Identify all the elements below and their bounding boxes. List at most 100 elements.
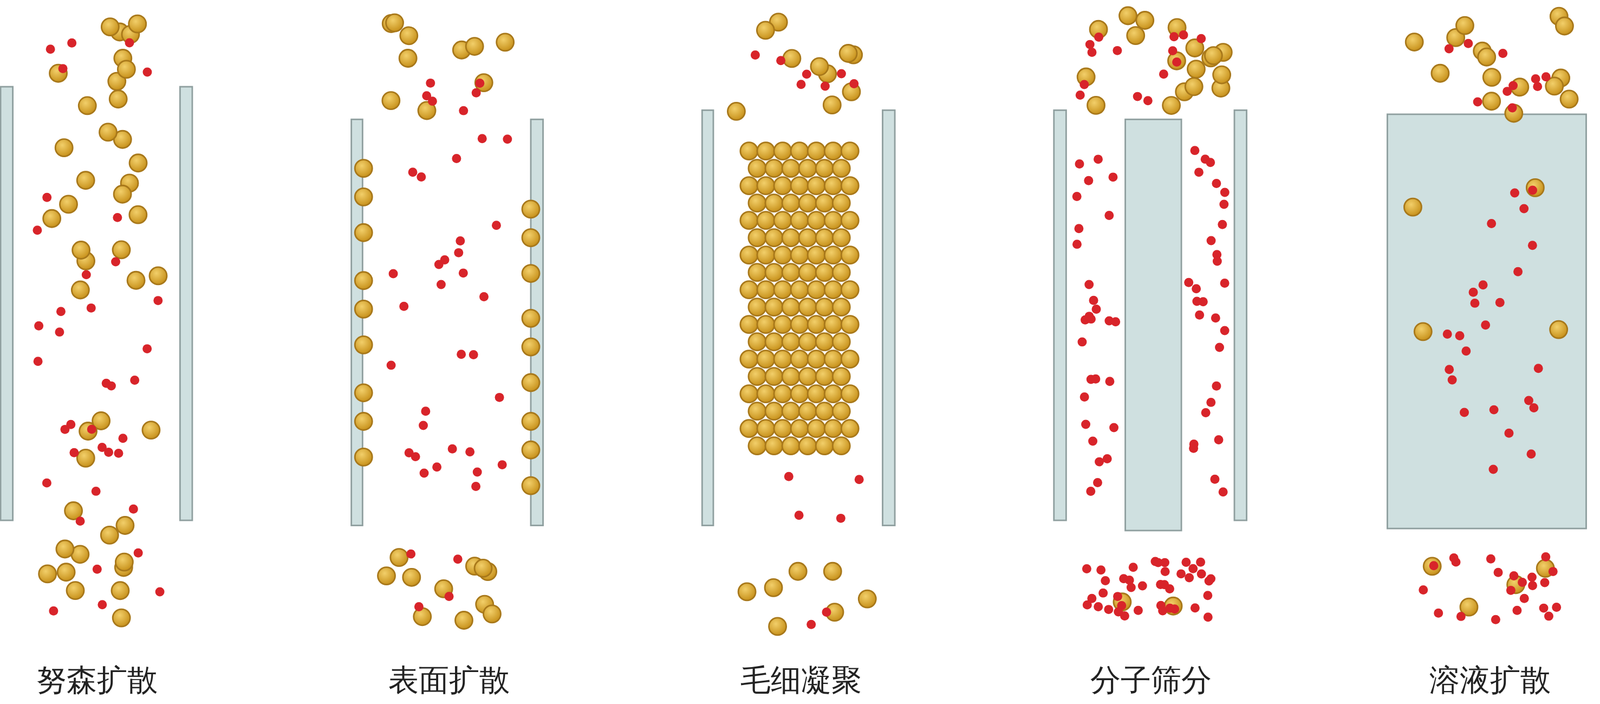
small-molecule	[453, 248, 464, 258]
small-molecule	[1194, 310, 1205, 320]
small-molecule	[112, 212, 122, 223]
small-molecule	[418, 420, 428, 430]
large-molecule	[386, 14, 404, 32]
large-molecule	[354, 300, 373, 318]
small-molecule	[1104, 376, 1115, 386]
large-molecule	[496, 33, 515, 51]
large-molecule	[774, 211, 792, 230]
small-molecule	[1089, 295, 1099, 305]
small-molecule	[42, 478, 52, 488]
large-molecule	[757, 419, 775, 438]
small-molecule	[1088, 436, 1098, 446]
large-molecule	[748, 402, 766, 420]
large-molecule	[354, 223, 373, 242]
small-molecule	[414, 601, 424, 611]
small-molecule	[92, 564, 102, 574]
large-molecule	[807, 350, 825, 368]
large-molecule	[116, 516, 134, 535]
small-molecule	[1188, 563, 1198, 574]
small-molecule	[86, 303, 96, 313]
small-molecule	[471, 481, 481, 491]
large-molecule	[128, 15, 147, 33]
large-molecule	[522, 229, 540, 247]
small-molecule	[1463, 38, 1473, 49]
small-molecule	[1539, 603, 1549, 613]
large-molecule	[841, 350, 859, 368]
small-molecule	[1083, 176, 1094, 186]
large-molecule	[112, 241, 130, 259]
large-molecule	[99, 123, 117, 141]
large-molecule	[789, 562, 807, 580]
small-molecule	[1206, 397, 1216, 407]
large-molecule	[858, 589, 876, 608]
small-molecule	[128, 504, 139, 514]
large-molecule	[815, 402, 834, 420]
large-molecule	[115, 553, 133, 571]
large-molecule	[815, 437, 834, 455]
small-molecule	[479, 291, 489, 302]
small-molecule	[1085, 40, 1095, 50]
large-molecule	[841, 281, 859, 299]
mechanism-label: 溶液扩散	[1429, 661, 1551, 698]
small-molecule	[458, 268, 468, 278]
large-molecule	[474, 558, 492, 577]
small-molecule	[1442, 329, 1453, 339]
small-molecule	[1181, 557, 1191, 567]
small-molecule	[475, 78, 485, 88]
large-molecule	[790, 211, 809, 230]
small-molecule	[1504, 428, 1514, 438]
small-molecule	[1128, 562, 1138, 572]
small-molecule	[432, 462, 442, 472]
small-molecule	[1072, 239, 1082, 249]
large-molecule	[798, 333, 817, 351]
small-molecule	[436, 280, 446, 290]
small-molecule	[1509, 570, 1519, 581]
small-molecule	[1110, 316, 1121, 327]
large-molecule	[740, 211, 758, 230]
large-molecule	[790, 385, 809, 403]
small-molecule	[471, 88, 481, 98]
large-molecule	[354, 447, 373, 466]
large-molecule	[807, 419, 825, 438]
large-molecule	[765, 333, 783, 351]
small-molecule	[1220, 326, 1230, 336]
large-molecule	[1119, 7, 1137, 25]
small-molecule	[1169, 603, 1180, 614]
small-molecule	[1527, 240, 1538, 250]
large-molecule	[807, 281, 825, 299]
large-molecule	[774, 419, 792, 438]
large-molecule	[782, 367, 800, 386]
small-molecule	[1220, 187, 1230, 197]
large-molecule	[790, 315, 809, 334]
large-molecule	[815, 159, 834, 178]
small-molecule	[42, 192, 52, 203]
small-molecule	[1168, 46, 1178, 56]
large-molecule	[764, 578, 783, 596]
mechanism-label: 毛细凝聚	[740, 661, 862, 698]
large-molecule	[522, 200, 540, 218]
large-molecule	[756, 21, 775, 39]
small-molecule	[1084, 311, 1095, 321]
large-molecule	[839, 44, 857, 62]
small-molecule	[1527, 580, 1538, 590]
large-molecule	[748, 159, 766, 178]
small-molecule	[784, 471, 794, 481]
large-molecule	[774, 350, 792, 368]
small-molecule	[1093, 154, 1103, 164]
small-molecule	[821, 607, 831, 617]
large-molecule	[832, 194, 850, 212]
small-molecule	[1508, 80, 1518, 90]
mechanism-label: 努森扩散	[36, 661, 158, 698]
small-molecule	[129, 375, 140, 385]
small-molecule	[1548, 566, 1558, 576]
large-molecule	[782, 194, 800, 212]
small-molecule	[1072, 191, 1082, 201]
small-molecule	[1461, 346, 1471, 356]
small-molecule	[1540, 577, 1550, 588]
small-molecule	[458, 106, 468, 116]
large-molecule	[757, 211, 775, 230]
large-molecule	[824, 419, 842, 438]
large-molecule	[790, 419, 809, 438]
large-molecule	[1204, 47, 1222, 65]
small-molecule	[1488, 464, 1499, 474]
